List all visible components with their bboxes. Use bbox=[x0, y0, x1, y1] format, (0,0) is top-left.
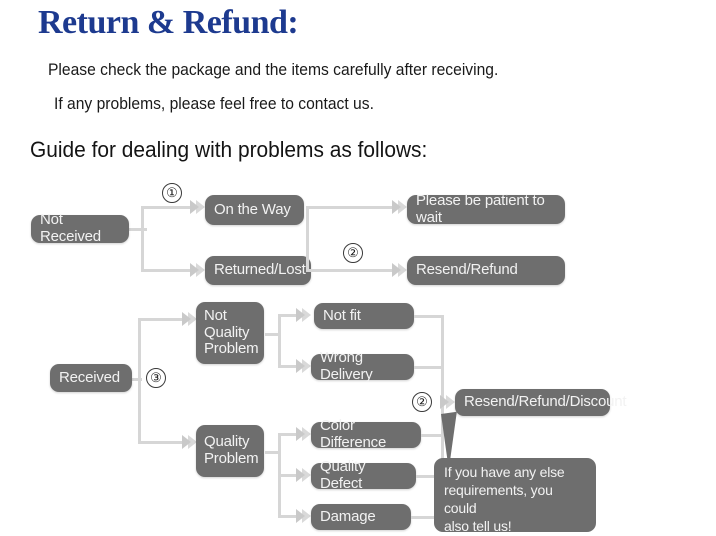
step-number-one: ① bbox=[162, 183, 182, 203]
guide-heading: Guide for dealing with problems as follo… bbox=[30, 137, 428, 162]
arrow-to-not-quality-problem-icon-2 bbox=[182, 312, 191, 326]
node-wrong-delivery[interactable]: Wrong Delivery bbox=[311, 349, 414, 383]
connector-to-not-fit bbox=[278, 314, 306, 317]
callout-bubble: If you have any else requirements, you c… bbox=[434, 458, 596, 534]
connector-to-returned-lost bbox=[141, 269, 199, 272]
connector-merge-bus bbox=[441, 315, 444, 516]
connector-returned-to-resend bbox=[306, 269, 402, 272]
arrow-to-quality-defect-icon bbox=[302, 468, 311, 482]
node-quality-defect[interactable]: Quality Defect bbox=[311, 458, 416, 492]
node-damage[interactable]: Damage bbox=[311, 504, 411, 530]
connector-to-quality-defect bbox=[278, 474, 306, 477]
connector-nqp-stem bbox=[265, 333, 279, 336]
connector-color-difference-out bbox=[421, 434, 444, 437]
connector-to-damage bbox=[278, 515, 306, 518]
arrow-to-please-wait-icon bbox=[398, 200, 407, 214]
connector-to-wrong-delivery bbox=[278, 365, 306, 368]
connector-damage-out bbox=[411, 516, 444, 519]
arrow-to-on-the-way-icon-2 bbox=[190, 200, 199, 214]
node-not-quality-problem[interactable]: Not Quality Problem bbox=[196, 302, 264, 364]
arrow-to-wrong-delivery-icon bbox=[302, 359, 311, 373]
arrow-to-resend-refund-icon bbox=[398, 263, 407, 277]
arrow-to-wrong-delivery-icon-2 bbox=[296, 359, 305, 373]
connector-on-the-way-to-wait bbox=[306, 206, 402, 209]
connector-to-on-the-way bbox=[141, 206, 199, 209]
arrow-to-resend-refund-icon-2 bbox=[392, 263, 401, 277]
arrow-to-quality-problem-icon bbox=[188, 435, 197, 449]
node-returned-lost[interactable]: Returned/Lost bbox=[205, 256, 311, 285]
arrow-to-quality-problem-icon-2 bbox=[182, 435, 191, 449]
connector-right-bus-top bbox=[306, 206, 309, 270]
arrow-to-resend-refund-discount-icon bbox=[446, 395, 455, 409]
node-please-be-patient-to-wait[interactable]: Please be patient to wait bbox=[407, 192, 565, 225]
arrow-to-not-quality-problem-icon bbox=[188, 312, 197, 326]
connector-not-received-bus bbox=[141, 206, 144, 272]
arrow-to-not-fit-icon bbox=[302, 308, 311, 322]
lead-line-2: If any problems, please feel free to con… bbox=[54, 94, 374, 113]
node-on-the-way[interactable]: On the Way bbox=[205, 195, 304, 225]
step-number-two-bottom: ② bbox=[412, 392, 432, 412]
arrow-to-resend-refund-discount-icon-2 bbox=[440, 395, 449, 409]
node-color-difference[interactable]: Color Difference bbox=[311, 417, 421, 451]
node-received[interactable]: Received bbox=[50, 364, 132, 392]
connector-wrong-delivery-out bbox=[414, 366, 444, 369]
arrow-to-damage-icon bbox=[302, 509, 311, 523]
arrow-to-returned-lost-icon-2 bbox=[190, 263, 199, 277]
step-number-three: ③ bbox=[146, 368, 166, 388]
node-resend-refund[interactable]: Resend/Refund bbox=[407, 256, 565, 285]
page-title: Return & Refund: bbox=[38, 4, 299, 41]
connector-not-received-stem bbox=[129, 228, 147, 231]
arrow-to-damage-icon-2 bbox=[296, 509, 305, 523]
arrow-to-color-difference-icon-2 bbox=[296, 427, 305, 441]
node-resend-refund-discount[interactable]: Resend/Refund/Discount bbox=[455, 389, 627, 416]
node-not-fit[interactable]: Not fit bbox=[314, 303, 414, 329]
connector-quality-defect-out bbox=[416, 475, 444, 478]
connector-not-fit-out bbox=[414, 315, 444, 318]
connector-to-color-difference bbox=[278, 433, 306, 436]
node-not-received[interactable]: Not Received bbox=[31, 211, 129, 245]
arrow-to-color-difference-icon bbox=[302, 427, 311, 441]
connector-to-quality-problem bbox=[138, 441, 190, 444]
node-quality-problem[interactable]: Quality Problem bbox=[196, 425, 264, 477]
connector-nqp-bus bbox=[278, 314, 281, 366]
connector-qp-stem bbox=[265, 451, 279, 454]
arrow-to-not-fit-icon-2 bbox=[296, 308, 305, 322]
arrow-to-on-the-way-icon bbox=[196, 200, 205, 214]
step-number-two-top: ② bbox=[343, 243, 363, 263]
arrow-to-quality-defect-icon-2 bbox=[296, 468, 305, 482]
arrow-to-please-wait-icon-2 bbox=[392, 200, 401, 214]
connector-to-not-quality-problem bbox=[138, 318, 190, 321]
arrow-to-returned-lost-icon bbox=[196, 263, 205, 277]
connector-received-bus bbox=[138, 318, 141, 444]
connector-received-stem bbox=[126, 378, 142, 381]
lead-line-1: Please check the package and the items c… bbox=[48, 60, 499, 79]
